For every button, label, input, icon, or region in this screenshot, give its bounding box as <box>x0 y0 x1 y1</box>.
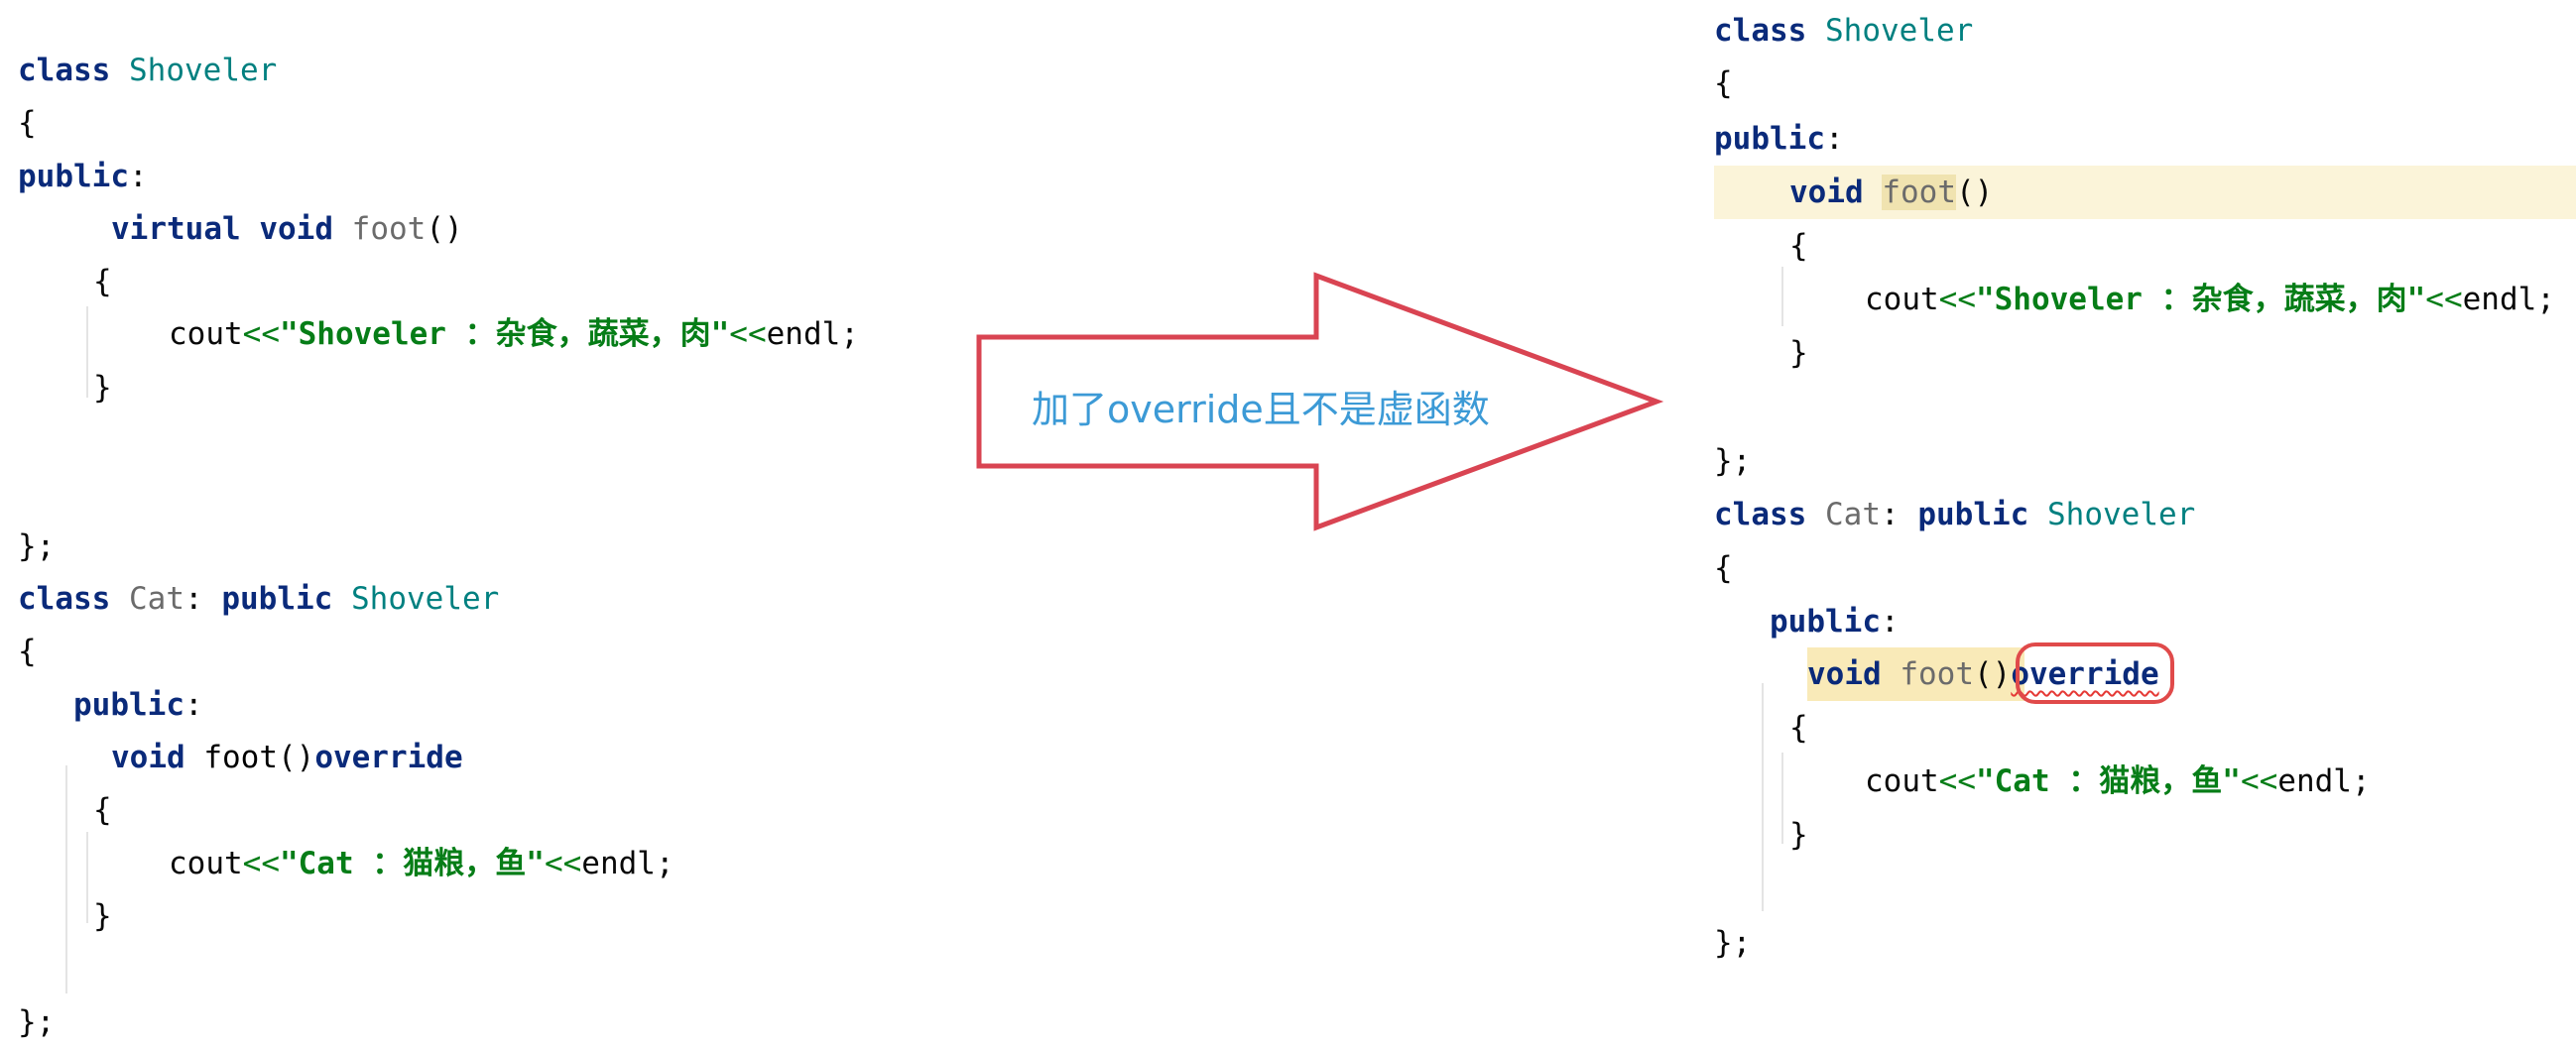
code-line: void foot()override <box>1807 656 2159 692</box>
code-line: { <box>93 264 112 299</box>
indent-guide <box>65 765 67 993</box>
code-line: { <box>1789 710 1808 746</box>
right-arrow-shape <box>976 272 1664 531</box>
code-line: }; <box>1714 443 1752 479</box>
indent-guide <box>1781 753 1783 844</box>
code-line: cout<<"Cat ：猫粮，鱼"<<endl; <box>1865 763 2371 799</box>
code-line: cout<<"Cat ：猫粮，鱼"<<endl; <box>169 846 675 881</box>
left-code-editor: class Shoveler { public: virtual void fo… <box>18 44 970 1040</box>
code-line: void foot() <box>1789 175 1994 210</box>
code-line: cout<<"Shoveler ：杂食，蔬菜，肉"<<endl; <box>169 316 859 352</box>
code-line: class Cat: public Shoveler <box>1714 497 2196 532</box>
code-line: }; <box>18 1004 56 1040</box>
code-line: { <box>18 105 37 141</box>
indent-guide <box>86 832 88 923</box>
code-line: class Shoveler <box>18 53 278 88</box>
override-error-token: override <box>2011 656 2159 692</box>
code-line: } <box>1789 817 1808 853</box>
code-line: public: <box>1770 604 1900 640</box>
arrow-label: 加了override且不是虚函数 <box>1032 388 1490 431</box>
indent-guide <box>1762 683 1764 911</box>
indent-guide <box>1781 267 1783 326</box>
code-line: { <box>1714 65 1733 101</box>
code-line: public: <box>1714 121 1844 157</box>
code-line: class Cat: public Shoveler <box>18 581 500 617</box>
code-line: }; <box>18 528 56 564</box>
usage-highlight <box>1807 647 2024 701</box>
current-line-highlight <box>1714 166 2576 219</box>
code-line: virtual void foot() <box>111 211 463 247</box>
code-line: } <box>93 898 112 934</box>
code-line: void foot()override <box>111 740 463 775</box>
code-line: } <box>93 370 112 406</box>
right-code-editor: class Shoveler { public: void foot() { c… <box>1714 4 2576 1005</box>
code-line: { <box>93 792 112 828</box>
code-line: } <box>1789 335 1808 371</box>
code-line: public: <box>18 159 148 194</box>
code-line: { <box>18 634 37 669</box>
code-line: }; <box>1714 925 1752 961</box>
arrow-outline <box>976 272 1664 531</box>
indent-guide <box>86 306 88 398</box>
code-line: public: <box>73 687 203 723</box>
code-line: cout<<"Shoveler ：杂食，蔬菜，肉"<<endl; <box>1865 282 2555 317</box>
code-line: class Shoveler <box>1714 13 1974 49</box>
code-line: { <box>1789 228 1808 264</box>
code-line: { <box>1714 550 1733 586</box>
error-highlight-ring <box>2016 642 2174 704</box>
